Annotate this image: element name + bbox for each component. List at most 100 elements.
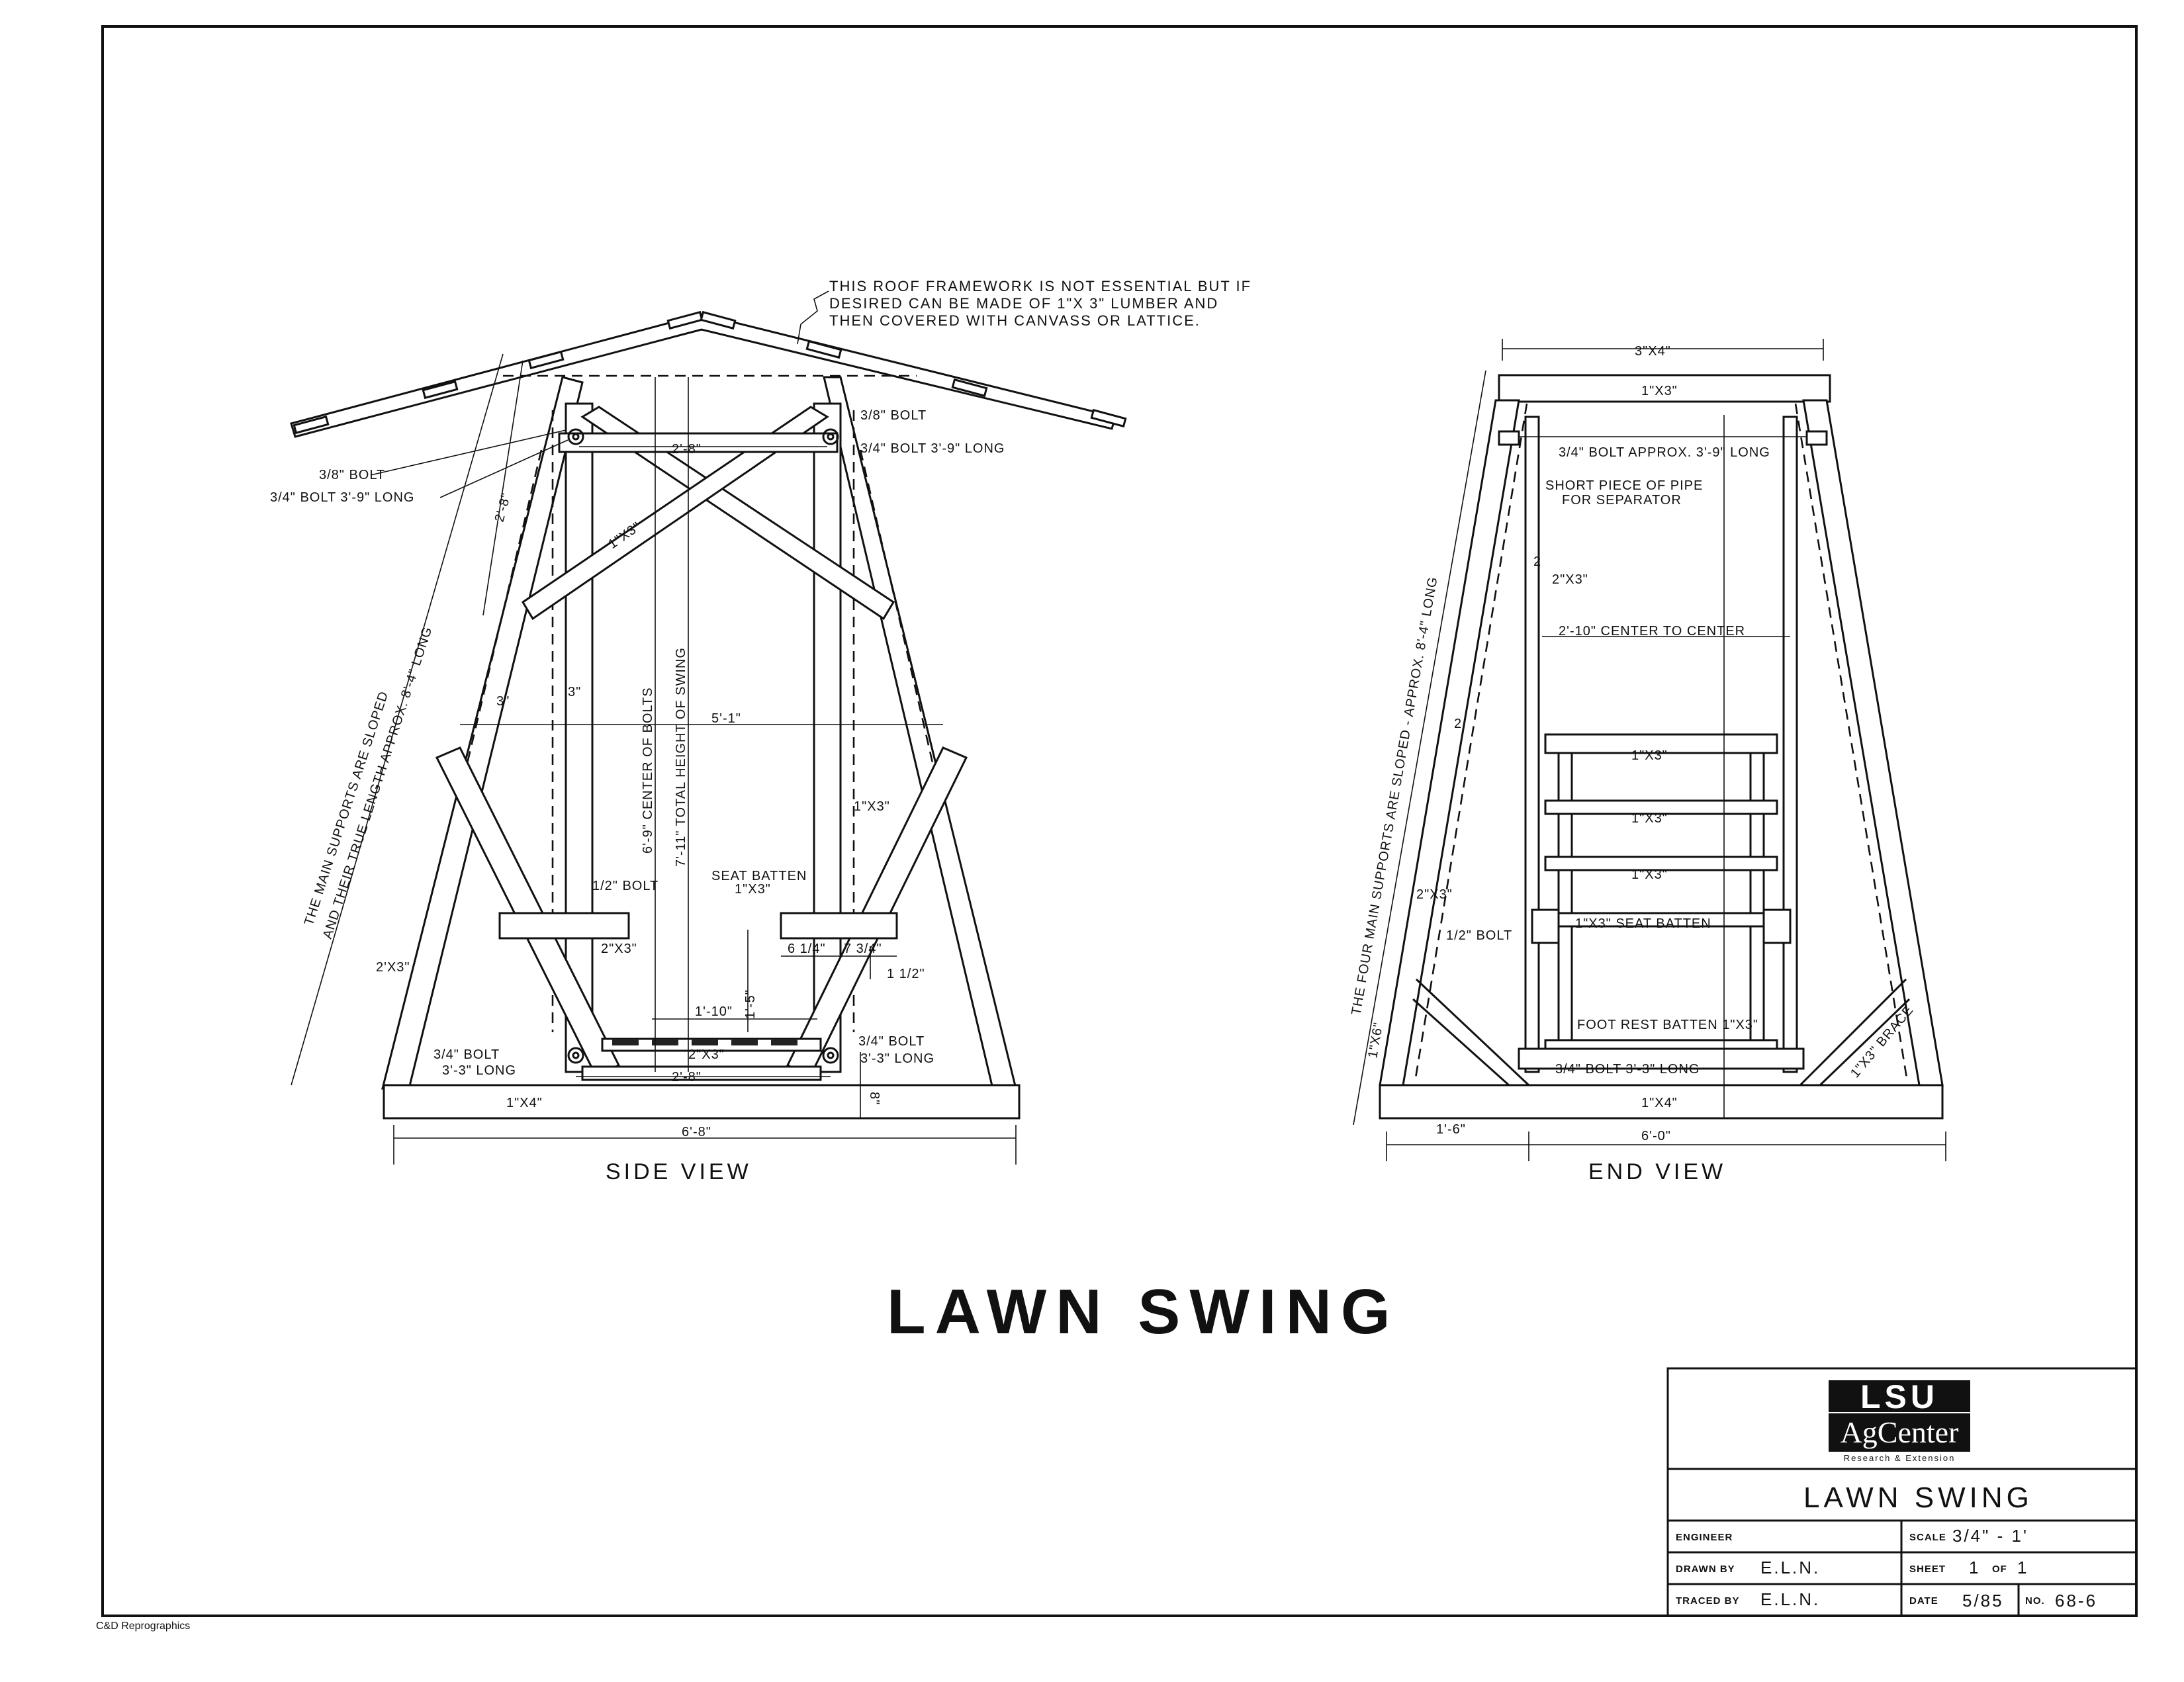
side-dimension-lines bbox=[291, 353, 1017, 1165]
traced-by-value: E.L.N. bbox=[1760, 1589, 1820, 1609]
roof-note-line-2: DESIRED CAN BE MADE OF 1"X 3" LUMBER AND bbox=[829, 295, 1218, 312]
side-seat-batten-size: 1"X3" bbox=[735, 882, 771, 897]
end-view-label: END VIEW bbox=[1588, 1159, 1726, 1184]
end-base-board bbox=[1379, 1084, 1944, 1120]
date-value: 5/85 bbox=[1962, 1591, 2004, 1611]
end-dim-1-6: 1'-6" bbox=[1436, 1122, 1466, 1137]
side-base-label: 1"X4" bbox=[506, 1096, 543, 1110]
side-bolt-bottom-right: 3/4" BOLT bbox=[858, 1034, 925, 1049]
bolt-markers bbox=[567, 428, 839, 1064]
date-label: DATE bbox=[1909, 1595, 1938, 1607]
end-post-2x3: 2"X3" bbox=[1416, 887, 1453, 902]
leader-bolt-34-left bbox=[439, 439, 569, 498]
side-dim-top-width: 2'-8" bbox=[672, 442, 702, 457]
end-dim-base: 6'-0" bbox=[1641, 1129, 1671, 1143]
sheet-label: SHEET bbox=[1909, 1564, 1946, 1575]
engineer-label: ENGINEER bbox=[1676, 1532, 1733, 1543]
side-bolt-38-right: 3/8" BOLT bbox=[860, 408, 927, 423]
logo-agcenter: AgCenter bbox=[1841, 1415, 1959, 1449]
end-back-slat-1: 1"X3" bbox=[1631, 748, 1668, 763]
end-top-beam bbox=[1498, 374, 1831, 403]
of-value: 1 bbox=[2017, 1558, 2028, 1577]
side-bolt-half: 1/2" BOLT bbox=[592, 879, 659, 893]
logo-lsu: LSU bbox=[1860, 1378, 1938, 1415]
side-height-bolts: 6'-9" CENTER OF BOLTS bbox=[641, 687, 655, 854]
top-crossbar bbox=[558, 432, 839, 453]
end-board-1x6: 1"X6" bbox=[1365, 1021, 1386, 1059]
side-seat-2x3: 2"X3" bbox=[601, 942, 637, 956]
side-bolt-bottom-left-len: 3'-3" LONG bbox=[442, 1063, 516, 1078]
end-lower-braces bbox=[1412, 978, 1911, 1086]
side-bolt-38-left: 3/8" BOLT bbox=[319, 468, 385, 482]
side-dim-mid-width: 5'-1" bbox=[711, 711, 741, 726]
end-foot-rest: FOOT REST BATTEN 1"X3" bbox=[1577, 1018, 1758, 1032]
side-brace-right: 1"X3" bbox=[854, 799, 890, 814]
number-label: NO. bbox=[2025, 1595, 2045, 1607]
end-brace-label: 1"X3" BRACE bbox=[1848, 1002, 1917, 1081]
end-dimension-lines bbox=[1353, 370, 1946, 1161]
side-view-drawing bbox=[290, 310, 1127, 1165]
number-value: 68-6 bbox=[2055, 1591, 2097, 1611]
end-pipe-note-1: SHORT PIECE OF PIPE bbox=[1545, 478, 1703, 493]
side-dim-3a: 3" bbox=[496, 694, 510, 709]
drawn-by-label: DRAWN BY bbox=[1676, 1564, 1735, 1575]
sheet-border bbox=[101, 25, 2138, 1617]
drawing-title: LAWN SWING bbox=[887, 1276, 1400, 1347]
end-seat-batten: 1"X3" SEAT BATTEN bbox=[1575, 916, 1711, 931]
side-dim-7-3-4: 7 3/4" bbox=[844, 942, 882, 956]
side-dim-1-5: 1'-5" bbox=[743, 989, 758, 1019]
end-dim-2-mid: 2 bbox=[1454, 717, 1462, 731]
scale-value: 3/4" - 1' bbox=[1952, 1526, 2028, 1546]
side-dim-6-1-4: 6 1/4" bbox=[788, 942, 826, 956]
side-dim-2-8-bottom: 2'-8" bbox=[672, 1070, 702, 1084]
side-dim-upper-length: 2'-8" bbox=[492, 491, 514, 523]
roof-framework bbox=[290, 310, 1127, 438]
title-block-title: LAWN SWING bbox=[1803, 1482, 2033, 1514]
side-base-board bbox=[383, 1084, 1021, 1120]
side-bolt-34-left: 3/4" BOLT 3'-9" LONG bbox=[270, 490, 414, 505]
scale-label: SCALE bbox=[1909, 1532, 1946, 1543]
roof-note-line-3: THEN COVERED WITH CANVASS OR LATTICE. bbox=[829, 312, 1201, 329]
side-dim-8: 8" bbox=[867, 1092, 882, 1105]
end-view-drawing bbox=[1353, 339, 1946, 1161]
end-hanger-2x3: 2"X3" bbox=[1552, 572, 1588, 587]
end-dim-center: 2'-10" CENTER TO CENTER bbox=[1559, 624, 1745, 639]
side-slope-note-2: AND THEIR TRUE LENGTH APPROX. 8'-4" LONG bbox=[320, 625, 435, 940]
end-bolt-bottom: 3/4" BOLT 3'-3" LONG bbox=[1555, 1062, 1700, 1077]
reprint-credit: C&D Reprographics bbox=[96, 1620, 190, 1632]
end-pipe-note-2: FOR SEPARATOR bbox=[1562, 493, 1682, 508]
end-back-slat-3: 1"X3" bbox=[1631, 867, 1668, 882]
title-block: LSU AgCenter Research & Extension LAWN S… bbox=[1666, 1367, 2138, 1617]
end-hangers bbox=[1498, 416, 1828, 1073]
end-seat-back bbox=[1518, 733, 1805, 1070]
logo-subtitle: Research & Extension bbox=[1844, 1453, 1956, 1463]
side-bolt-bottom-left: 3/4" BOLT bbox=[433, 1047, 500, 1062]
end-bolt-top: 3/4" BOLT APPROX. 3'-9" LONG bbox=[1559, 445, 1770, 460]
side-dim-3b: 3" bbox=[568, 685, 581, 699]
hangers bbox=[551, 402, 855, 1073]
side-dim-1-1-2: 1 1/2" bbox=[887, 967, 925, 981]
drawn-by-value: E.L.N. bbox=[1760, 1558, 1820, 1577]
roof-note-leader bbox=[797, 290, 829, 345]
end-bolt-half: 1/2" BOLT bbox=[1446, 928, 1512, 943]
leader-bolt-38-left bbox=[370, 429, 567, 476]
x-braces bbox=[521, 406, 895, 621]
side-view-label: SIDE VIEW bbox=[606, 1159, 752, 1184]
roof-note-line-1: THIS ROOF FRAMEWORK IS NOT ESSENTIAL BUT… bbox=[829, 278, 1251, 294]
end-top-3x4: 3"X4" bbox=[1635, 344, 1671, 359]
side-2x3-label: 2'X3" bbox=[376, 960, 410, 975]
lsu-agcenter-logo: LSU AgCenter Research & Extension bbox=[1829, 1378, 1970, 1463]
side-height-total: 7'-11" TOTAL HEIGHT OF SWING bbox=[674, 647, 688, 867]
of-label: OF bbox=[1992, 1564, 2007, 1575]
end-top-1x3: 1"X3" bbox=[1641, 384, 1678, 398]
side-dim-base: 6'-8" bbox=[682, 1125, 711, 1139]
side-bolt-bottom-right-len: 3'-3" LONG bbox=[860, 1051, 934, 1066]
side-floor-2x3: 2"X3" bbox=[688, 1047, 725, 1062]
traced-by-label: TRACED BY bbox=[1676, 1595, 1740, 1607]
leg-braces bbox=[435, 724, 968, 1077]
side-seat-batten: SEAT BATTEN bbox=[711, 869, 807, 883]
side-bolt-34-right: 3/4" BOLT 3'-9" LONG bbox=[860, 441, 1005, 456]
side-dim-1-10: 1'-10" bbox=[695, 1004, 733, 1019]
end-back-slat-2: 1"X3" bbox=[1631, 811, 1668, 826]
